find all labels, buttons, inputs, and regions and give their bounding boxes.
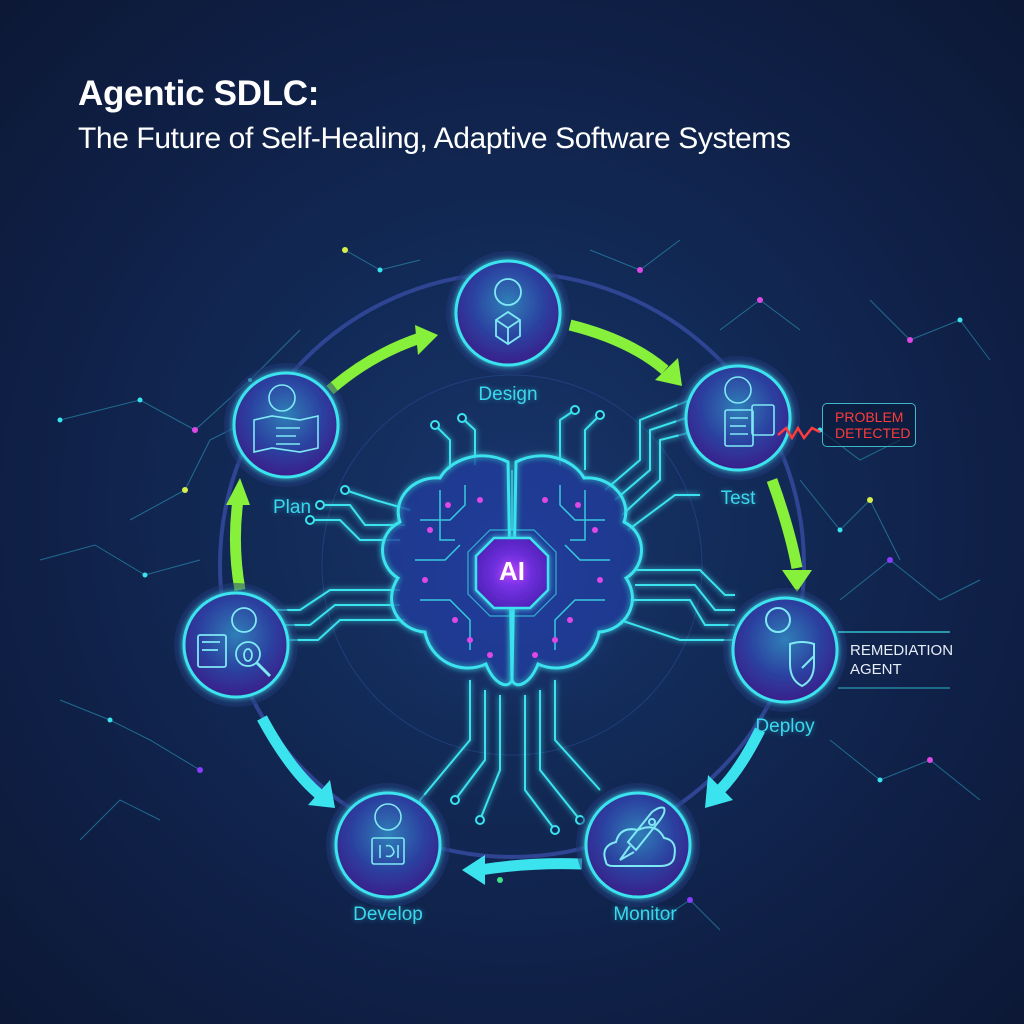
stage-node-test[interactable] — [676, 356, 821, 480]
arrow-deploy-to-monitor — [716, 727, 765, 794]
remediation-line-1: REMEDIATION — [850, 642, 954, 659]
stage-node-debug[interactable] — [174, 583, 298, 707]
problem-line-1: PROBLEM — [835, 409, 904, 425]
problem-detected-callout: PROBLEM DETECTED — [822, 403, 916, 447]
cycle-arrows — [226, 319, 812, 885]
ai-chip — [474, 536, 550, 610]
arrow-monitor-to-develop — [479, 858, 583, 876]
constellation-dots — [57, 247, 963, 903]
stage-node-plan[interactable] — [224, 363, 348, 487]
document-plan-icon — [253, 384, 319, 453]
stage-node-deploy[interactable] — [723, 588, 950, 712]
arrow-test-to-deploy — [766, 478, 803, 569]
ai-label: AI — [499, 556, 525, 586]
page-subtitle: The Future of Self-Healing, Adaptive Sof… — [78, 122, 791, 155]
code-screen-icon — [371, 803, 405, 865]
stage-label-monitor: Monitor — [613, 904, 677, 925]
design-cube-icon — [494, 278, 522, 346]
stage-label-test: Test — [720, 488, 756, 509]
problem-line-2: DETECTED — [835, 425, 911, 441]
bug-magnifier-icon — [197, 607, 272, 678]
arrow-debug-to-develop — [257, 715, 324, 800]
rocket-cloud-icon — [603, 806, 676, 867]
page-title: Agentic SDLC: — [78, 74, 320, 113]
arrow-debug-to-plan — [229, 499, 246, 591]
stage-label-design: Design — [478, 384, 538, 405]
stage-node-develop[interactable] — [326, 783, 450, 907]
stage-label-develop: Develop — [353, 904, 423, 925]
arrow-design-to-test — [568, 319, 669, 375]
arrow-plan-to-design — [326, 332, 422, 395]
stage-label-plan: Plan — [272, 497, 312, 518]
shield-icon — [765, 607, 815, 688]
brain-circuit-icon — [381, 454, 643, 687]
circuit-traces — [260, 399, 735, 840]
remediation-line-2: AGENT — [850, 661, 902, 678]
stage-node-design[interactable] — [446, 251, 570, 375]
stage-node-monitor[interactable] — [576, 783, 700, 907]
problem-signal-icon — [777, 425, 821, 441]
stage-label-deploy: Deploy — [755, 716, 815, 737]
test-document-icon — [724, 376, 775, 447]
remediation-agent-callout: REMEDIATION AGENT — [850, 641, 953, 679]
